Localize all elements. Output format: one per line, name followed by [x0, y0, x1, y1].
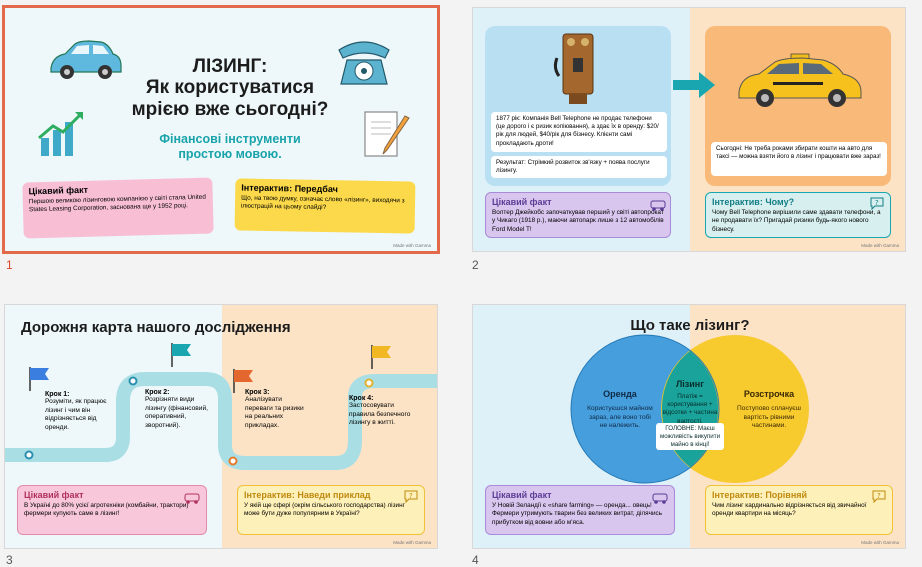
roadmap-path — [5, 372, 437, 470]
fun-fact-text: Першою великою лізинговою компанією у св… — [28, 193, 206, 214]
fun-fact-title: Цікавий факт — [492, 197, 552, 207]
interactive-title: Інтерактив: Порівняй — [712, 490, 808, 500]
result-bullet: Результат: Стрімкий розвиток зв'язку + п… — [496, 159, 650, 175]
question-bubble-icon: ? — [404, 490, 418, 503]
slide-number-3: 3 — [6, 553, 13, 567]
roadmap-step-4: Крок 4: Застосовувати правила безпечного… — [349, 395, 419, 428]
svg-text:?: ? — [875, 199, 879, 207]
step-text: Розрізняти види лізингу (фінансовий, опе… — [145, 396, 208, 429]
interactive-text: У якій ще сфері (окрім сільського господ… — [244, 502, 405, 518]
history-text-card: 1877 рік: Компанія Bell Telephone не про… — [491, 112, 667, 152]
interactive-text: Чому Bell Telephone вирішили саме здават… — [712, 209, 881, 233]
question-bubble-icon: ? — [870, 197, 884, 210]
slide-title: Дорожня карта нашого дослідження — [21, 319, 291, 336]
made-with-credit: Made with Gamma — [393, 540, 431, 545]
document-pen-icon — [364, 111, 410, 157]
step-title: Крок 2: — [145, 389, 170, 396]
slide-thumbnail-1[interactable]: ЛІЗИНГ: Як користуватися мрією вже сього… — [2, 5, 440, 254]
step-text: Аналізувати переваги та ризики на реальн… — [245, 396, 304, 429]
fun-fact-card: Цікавий факт Волтер Джейкобс започаткува… — [485, 192, 671, 238]
history-bullet: 1877 рік: Компанія Bell Telephone не про… — [496, 115, 659, 147]
slide-title: Що таке лізинг? — [630, 317, 750, 334]
svg-text:?: ? — [409, 492, 413, 500]
fun-fact-card: Цікавий факт Першою великою лізинговою к… — [22, 177, 214, 239]
slide-thumbnail-3[interactable]: Дорожня карта нашого дослідження Крок 1: — [4, 304, 438, 549]
fun-fact-card: Цікавий факт У Новій Зеландії є «share f… — [485, 485, 675, 535]
step-text: Застосовувати правила безпечного лізингу… — [349, 402, 411, 427]
fun-fact-title: Цікавий факт — [24, 490, 84, 500]
yellow-flag-icon — [371, 345, 391, 369]
fun-fact-title: Цікавий факт — [492, 490, 552, 500]
made-with-credit: Made with Gamma — [393, 243, 431, 248]
vintage-phone-icon — [338, 41, 390, 85]
teal-flag-icon — [171, 343, 191, 367]
fun-fact-text: Волтер Джейкобс започаткував перший у св… — [492, 209, 664, 233]
today-bullet: Сьогодні: Не треба роками збирати кошти … — [716, 145, 881, 161]
interactive-text: Чим лізинг кардинально відрізняється від… — [712, 502, 867, 518]
roadmap-step-3: Крок 3: Аналізувати переваги та ризики н… — [245, 389, 311, 430]
fun-fact-text: У Новій Зеландії є «share farming» — оре… — [492, 502, 663, 526]
blue-flag-icon — [29, 367, 49, 391]
slide-title: ЛІЗИНГ: Як користуватися мрією вже сього… — [131, 56, 329, 120]
rent-text: Користуєшся майном зараз, але воно тобі … — [587, 405, 653, 430]
question-bubble-icon: ? — [872, 490, 886, 503]
car-icon — [50, 40, 122, 79]
interactive-text: Що, на твою думку, означає слово «лізинг… — [240, 194, 405, 212]
step-text: Розуміти, як працює лізинг і чим він від… — [45, 398, 107, 431]
lease-main-note: ГОЛОВНЕ: Маєш можливість викупити майно … — [656, 423, 724, 451]
car-outline-icon — [650, 200, 666, 211]
made-with-credit: Made with Gamma — [861, 540, 899, 545]
result-text-card: Результат: Стрімкий розвиток зв'язку + п… — [491, 156, 667, 178]
interactive-title: Інтерактив: Чому? — [712, 197, 795, 207]
growth-chart-icon — [38, 112, 83, 156]
installment-title: Розстрочка — [743, 389, 795, 399]
slide-thumbnail-2[interactable]: 1877 рік: Компанія Bell Telephone не про… — [472, 7, 906, 252]
interactive-card: Інтерактив: Наведи приклад У якій ще сфе… — [237, 485, 425, 535]
slide-number-1: 1 — [6, 258, 13, 272]
lease-title: Лізинг — [675, 379, 704, 389]
interactive-card: Інтерактив: Чому? Чому Bell Telephone ви… — [705, 192, 891, 238]
slide-number-4: 4 — [472, 553, 479, 567]
interactive-card: Інтерактив: Передбач Що, на твою думку, … — [234, 178, 416, 234]
slide-number-2: 2 — [472, 258, 479, 272]
fun-fact-card: Цікавий факт В Україні до 80% усієї агро… — [17, 485, 207, 535]
orange-flag-icon — [233, 369, 253, 393]
taxi-icon — [738, 53, 862, 107]
interactive-title: Інтерактив: Передбач — [241, 182, 338, 195]
slide-thumbnail-4[interactable]: Що таке лізинг? Оренда Користуєшся майно… — [472, 304, 906, 549]
today-text-card: Сьогодні: Не треба роками збирати кошти … — [711, 142, 887, 176]
step-title: Крок 1: — [45, 391, 70, 398]
tractor-icon — [652, 493, 668, 504]
slide-subtitle: Фінансові інструменти простою мовою. — [159, 132, 301, 161]
tractor-icon — [184, 493, 200, 504]
installment-text: Поступово сплачуєш вартість рівними част… — [737, 405, 801, 430]
arrow-right-icon — [673, 72, 715, 98]
svg-text:?: ? — [877, 492, 881, 500]
step-title: Крок 4: — [349, 395, 374, 402]
rent-title: Оренда — [603, 389, 637, 399]
made-with-credit: Made with Gamma — [861, 243, 899, 248]
interactive-card: Інтерактив: Порівняй Чим лізинг кардинал… — [705, 485, 893, 535]
wall-telephone-icon — [553, 33, 594, 104]
fun-fact-text: В Україні до 80% усієї агротехніки (комб… — [24, 502, 189, 518]
lease-text: Платіж = користування + відсотки + части… — [662, 393, 718, 425]
roadmap-step-1: Крок 1: Розуміти, як працює лізинг і чим… — [45, 391, 111, 432]
roadmap-step-2: Крок 2: Розрізняти види лізингу (фінансо… — [145, 389, 215, 430]
step-title: Крок 3: — [245, 389, 270, 396]
interactive-title: Інтерактив: Наведи приклад — [244, 490, 371, 500]
